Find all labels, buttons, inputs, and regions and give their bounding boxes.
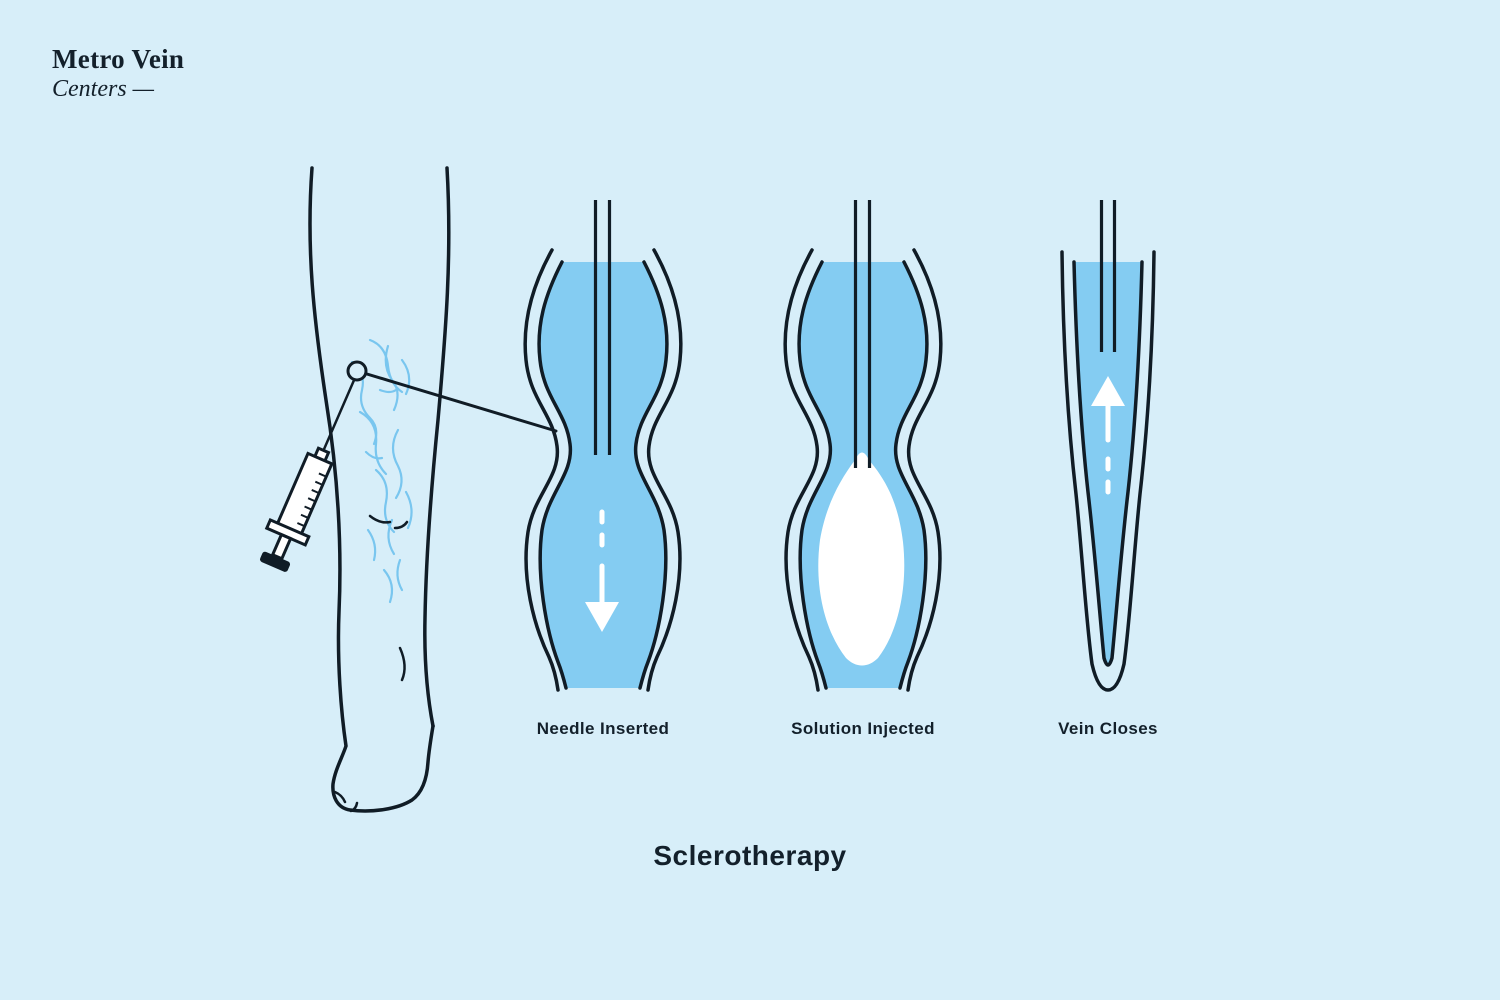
toe-detail-line: [349, 801, 359, 813]
brand-logo: Metro Vein Centers —: [52, 44, 184, 104]
injection-site-circle-icon: [346, 360, 368, 382]
leg-with-varicose-veins-icon: [308, 166, 451, 813]
syringe-plunger-rod: [270, 532, 293, 561]
vein-stage-needle-inserted: [523, 200, 683, 692]
skin-mark-dash: [368, 514, 392, 524]
flow-up-arrow-icon: [1091, 376, 1125, 495]
needle-icon: [593, 200, 612, 455]
stage-label-solution-injected: Solution Injected: [791, 719, 935, 738]
vein-stage-solution-injected: [783, 200, 943, 692]
stage-label-needle-inserted: Needle Inserted: [536, 719, 670, 738]
needle-icon: [1099, 200, 1117, 352]
syringe-needle: [321, 371, 359, 454]
stage-label-vein-closes: Vein Closes: [1058, 719, 1158, 738]
ankle-detail-line: [398, 646, 406, 682]
brand-name: Metro Vein: [52, 44, 185, 74]
callout-line: [355, 369, 558, 433]
sclerosant-solution-blob: [818, 452, 905, 666]
syringe-plunger-cap: [260, 551, 291, 572]
flow-down-arrow-icon: [585, 509, 619, 632]
brand-tagline: Centers —: [52, 76, 154, 103]
syringe-scale-ticks: [296, 472, 326, 527]
diagram-title: Sclerotherapy: [653, 840, 847, 871]
skin-mark-dash: [393, 520, 409, 530]
needle-icon: [853, 200, 872, 468]
vein-stage-vein-closes: [1060, 200, 1156, 692]
toe-detail-line: [333, 790, 347, 804]
syringe-icon: [260, 371, 359, 572]
syringe-barrel: [274, 451, 334, 538]
